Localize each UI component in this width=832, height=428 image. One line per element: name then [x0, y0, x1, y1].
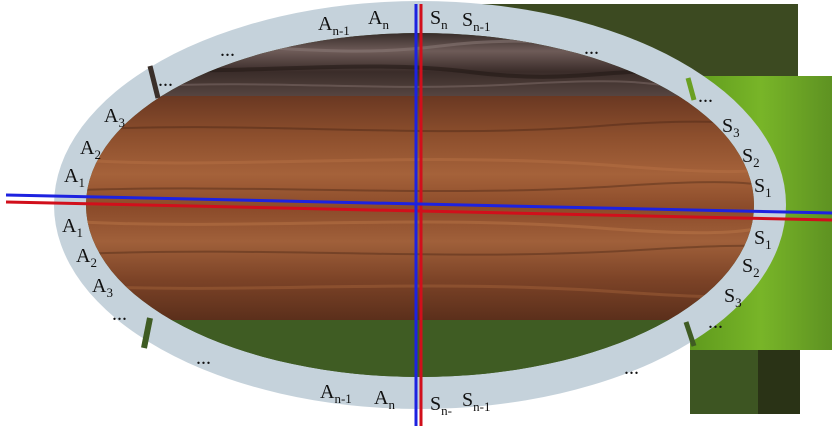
label-s1-lower: S1: [754, 227, 772, 252]
dark-corner-panel: [758, 350, 800, 414]
label-s2-lower: S2: [742, 255, 760, 280]
red-horizontal-axis: [5, 200, 832, 222]
label-a-bot-n: An: [374, 387, 395, 412]
dots-lower-right: ...: [708, 311, 723, 333]
label-s1-upper: S1: [754, 175, 772, 200]
label-a2-upper: A2: [80, 137, 101, 162]
label-s3-upper: S3: [722, 115, 740, 140]
label-a-top-n: An: [368, 7, 389, 32]
label-a1-upper: A1: [64, 165, 85, 190]
dots-upper-left: ...: [158, 69, 173, 91]
label-a-top-n1: An-1: [318, 13, 350, 38]
label-a2-lower: A2: [76, 245, 97, 270]
label-a3-lower: A3: [92, 275, 113, 300]
wood-grain: [86, 120, 754, 299]
ring-labels: An-1 An Sn Sn-1 ... ... ... ... A3 A2 A1…: [62, 7, 772, 418]
label-s2-upper: S2: [742, 145, 760, 170]
ring-notches: [141, 65, 697, 349]
label-a3-upper: A3: [104, 105, 125, 130]
dots-bottom-left: ...: [196, 347, 211, 369]
dots-bottom-right: ...: [624, 357, 639, 379]
label-s-bot-n1: Sn-1: [462, 389, 490, 414]
blue-horizontal-axis: [5, 193, 832, 215]
label-s-top-n1: Sn-1: [462, 9, 490, 34]
dots-lower-left: ...: [112, 303, 127, 325]
label-s-top-n: Sn: [430, 7, 448, 32]
dots-top-left: ...: [220, 39, 235, 61]
label-s3-lower: S3: [724, 285, 742, 310]
label-a-bot-n1: An-1: [320, 381, 352, 406]
label-s-bot-n: Sn-: [430, 393, 452, 418]
axes: [5, 4, 832, 426]
dots-top-right: ...: [584, 37, 599, 59]
label-a1-lower: A1: [62, 215, 83, 240]
dots-upper-right: ...: [698, 85, 713, 107]
